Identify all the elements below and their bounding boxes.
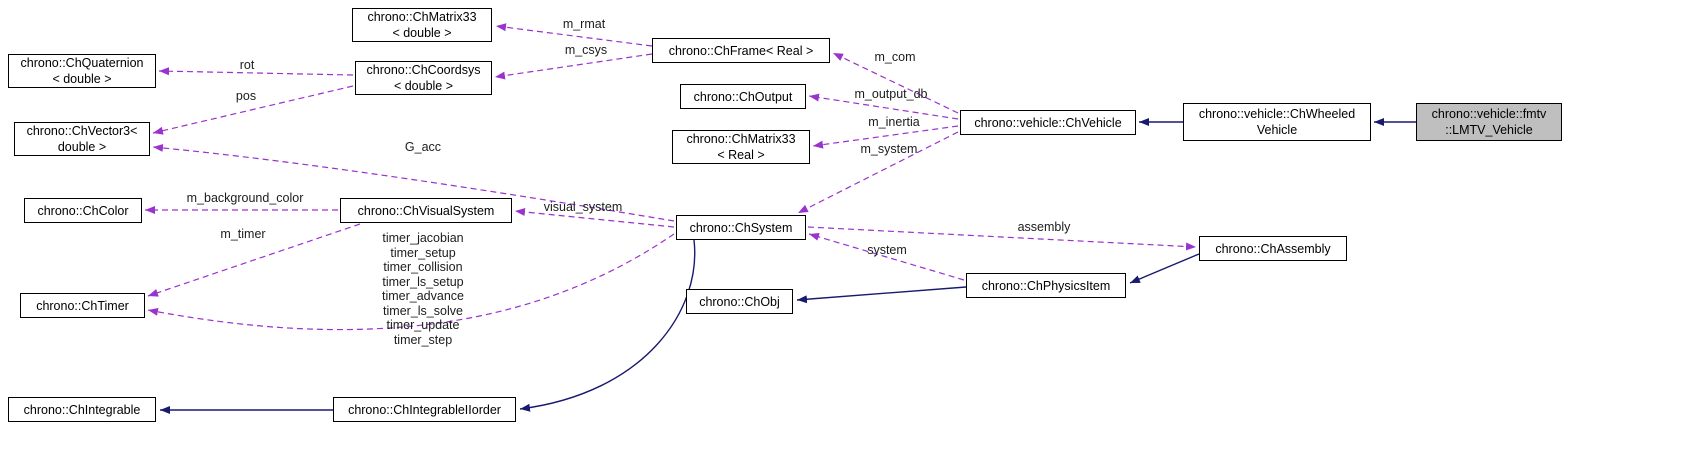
node-chquaternion[interactable]: chrono::ChQuaternion < double >: [8, 54, 156, 88]
edge-chsystem-chtimer-timers: [147, 233, 675, 331]
node-chmatrix33-real[interactable]: chrono::ChMatrix33 < Real >: [672, 130, 810, 164]
edge-chassembly-chphysicsitem-inherit: [1129, 253, 1200, 284]
edge-label-m-rmat: m_rmat: [562, 17, 606, 31]
edge-chsystem-chvector3-g-acc: [152, 143, 675, 222]
node-choutput[interactable]: chrono::ChOutput: [680, 84, 806, 109]
edge-label-system: system: [867, 243, 907, 257]
node-chmatrix33-double[interactable]: chrono::ChMatrix33 < double >: [352, 8, 492, 42]
node-chsystem[interactable]: chrono::ChSystem: [676, 215, 806, 240]
edge-chvehicle-chframe-m-com: [832, 52, 959, 114]
edge-label-pos: pos: [235, 89, 257, 103]
node-lmtv-vehicle: chrono::vehicle::fmtv ::LMTV_Vehicle: [1416, 103, 1562, 141]
node-chframe[interactable]: chrono::ChFrame< Real >: [652, 38, 830, 63]
edge-chvisualsystem-chtimer-m-timer: [147, 223, 361, 297]
edge-label-m-timer: m_timer: [220, 227, 266, 241]
node-chvehicle[interactable]: chrono::vehicle::ChVehicle: [960, 110, 1136, 135]
edge-chsystem-chvisualsystem-visual-system: [514, 208, 675, 228]
edge-label-rot: rot: [239, 58, 255, 72]
node-chcoordsys[interactable]: chrono::ChCoordsys < double >: [355, 61, 492, 95]
edge-label-assembly: assembly: [1017, 220, 1071, 234]
edge-chframe-chcoordsys-m-csys: [494, 53, 653, 80]
node-chassembly[interactable]: chrono::ChAssembly: [1199, 236, 1347, 261]
edge-label-m-com: m_com: [874, 50, 916, 64]
edge-label-visual-system: visual_system: [543, 200, 623, 214]
edge-label-m-system: m_system: [860, 142, 918, 156]
edge-chvehicle-choutput-m-output-db: [808, 93, 959, 120]
node-chobj[interactable]: chrono::ChObj: [686, 289, 793, 314]
edge-chcoordsys-chquaternion-rot: [158, 67, 354, 76]
node-chvisualsystem[interactable]: chrono::ChVisualSystem: [340, 198, 512, 223]
edge-chsystem-chassembly-assembly: [807, 226, 1197, 251]
edge-chcoordsys-chvector3-pos: [152, 85, 354, 135]
edge-chsystem-chintegrableiiorder-inherit: [519, 239, 696, 412]
edge-chframe-chmatrix33double-m-rmat: [495, 23, 653, 47]
node-chtimer[interactable]: chrono::ChTimer: [20, 293, 145, 318]
node-chwheeledvehicle[interactable]: chrono::vehicle::ChWheeled Vehicle: [1183, 103, 1371, 141]
node-chvector3[interactable]: chrono::ChVector3< double >: [14, 122, 150, 156]
edge-label-m-inertia: m_inertia: [868, 115, 920, 129]
edge-label-m-output-db: m_output_db: [854, 87, 928, 101]
node-chintegrableiiorder[interactable]: chrono::ChIntegrableIIorder: [333, 397, 516, 422]
node-chintegrable[interactable]: chrono::ChIntegrable: [8, 397, 156, 422]
edge-label-timers: timer_jacobian timer_setup timer_collisi…: [382, 231, 464, 347]
edge-chphysicsitem-chobj-inherit: [796, 286, 967, 304]
edge-label-m-background-color: m_background_color: [186, 191, 304, 205]
node-chphysicsitem[interactable]: chrono::ChPhysicsItem: [966, 273, 1126, 298]
edge-label-m-csys: m_csys: [564, 43, 608, 57]
node-chcolor[interactable]: chrono::ChColor: [24, 198, 142, 223]
edge-chphysicsitem-chsystem-system: [808, 233, 965, 281]
edge-label-g-acc: G_acc: [404, 140, 442, 154]
edge-chvehicle-chmatrix33real-m-inertia: [812, 125, 959, 149]
